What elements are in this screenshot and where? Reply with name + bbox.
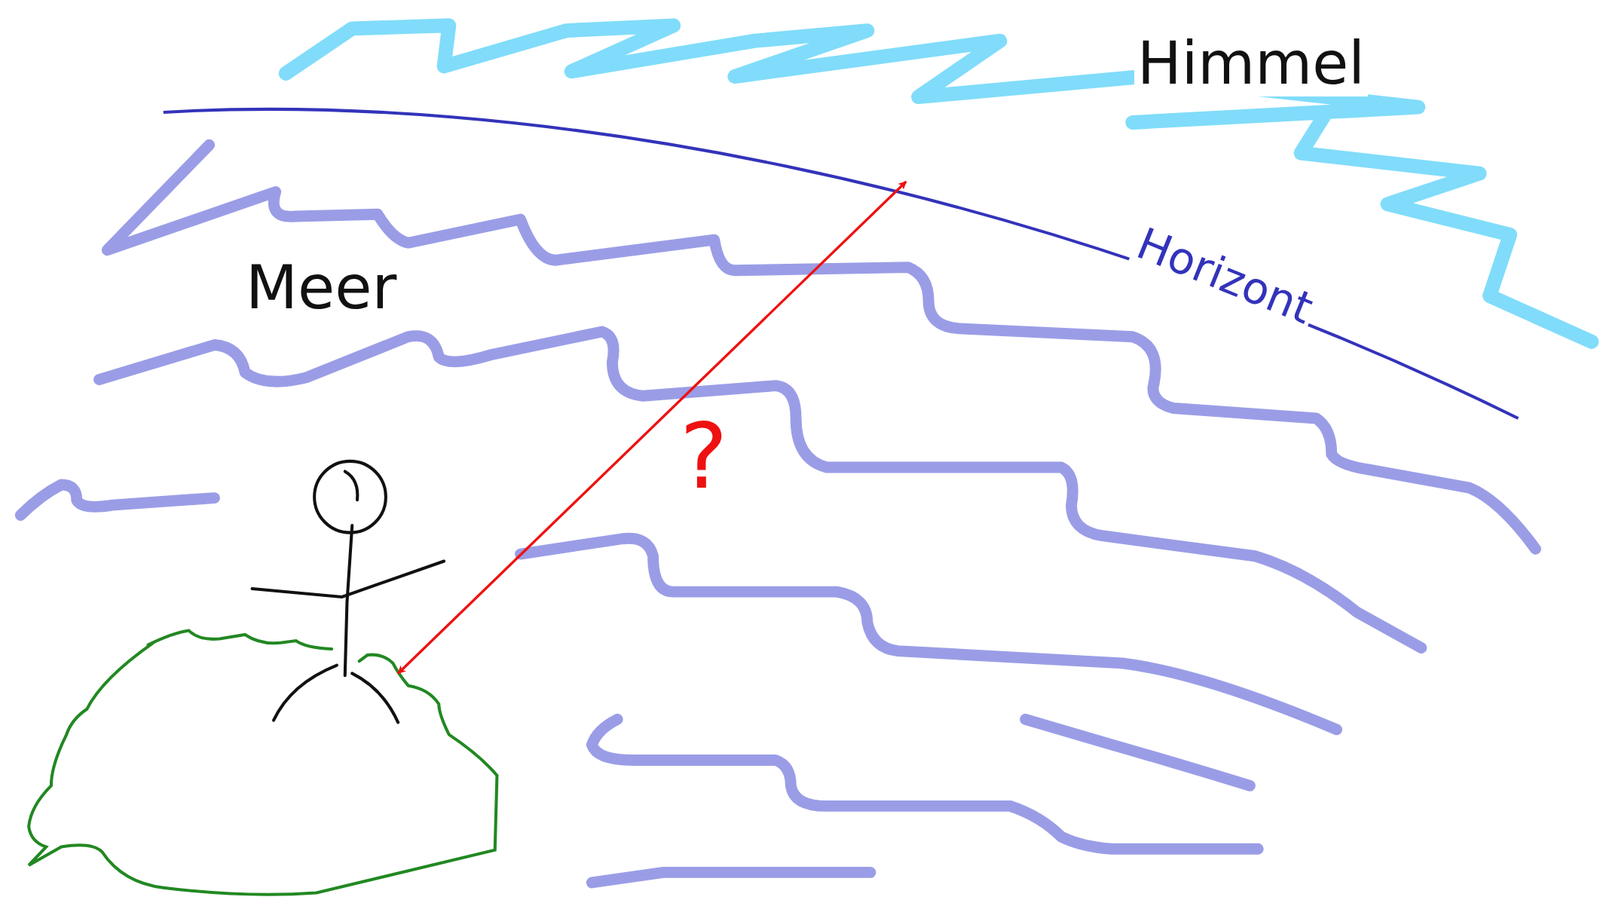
- horizon-label: Horizont: [1127, 218, 1322, 335]
- sky-label: Himmel: [1134, 31, 1368, 97]
- stick-figure: [252, 461, 444, 723]
- sky-zigzag: [285, 25, 1592, 343]
- island: [28, 630, 497, 895]
- distance-arrow: [397, 181, 906, 674]
- sea-label: Meer: [242, 254, 400, 322]
- question-mark: ?: [676, 406, 732, 507]
- sea-waves: [20, 144, 1536, 883]
